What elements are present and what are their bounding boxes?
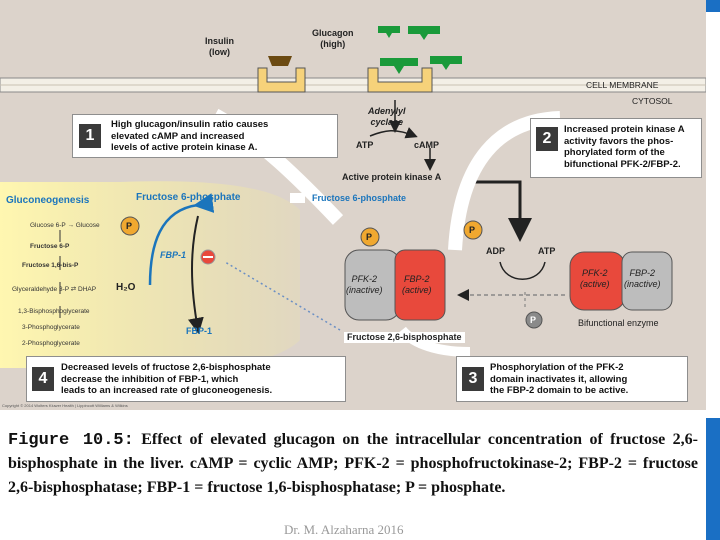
h2o-label: H₂O	[116, 282, 136, 293]
pathway-step: 1,3-Bisphosphoglycerate	[18, 308, 90, 315]
step-2-text: Increased protein kinase A activity favo…	[564, 124, 685, 170]
step-3-text: Phosphorylation of the PFK-2 domain inac…	[490, 362, 629, 396]
step-3-number: 3	[462, 367, 484, 391]
caption-text: Effect of elevated glucagon on the intra…	[8, 431, 698, 496]
cell-membrane-label: CELL MEMBRANE	[586, 80, 659, 90]
step-1-number: 1	[79, 124, 101, 148]
pfk2-inactive-label: PFK-2 (inactive)	[346, 274, 383, 295]
step-4-text: Decreased levels of fructose 2,6-bisphos…	[61, 362, 273, 396]
bifunctional-enzyme-label: Bifunctional enzyme	[578, 318, 659, 328]
f6p-left-label: Fructose 6-phosphate	[136, 192, 241, 203]
step-2-box: 2 Increased protein kinase A activity fa…	[530, 118, 702, 178]
f6p-right-label: Fructose 6-phosphate	[312, 193, 407, 203]
step-2-number: 2	[536, 127, 558, 151]
edge-rule-bottom	[706, 418, 720, 540]
pathway-step: Glucose 6-P → Glucose	[30, 222, 100, 229]
pathway-step: Glyceraldehyde 3-P ⇄ DHAP	[12, 286, 97, 293]
fbp2-inactive-label: FBP-2 (inactive)	[624, 268, 661, 289]
step-1-text: High glucagon/insulin ratio causes eleva…	[111, 119, 269, 153]
copyright-notice: Copyright © 2014 Wolters Kluwer Health |…	[2, 403, 128, 408]
cytosol-label: CYTOSOL	[632, 96, 673, 106]
fbp1-lower-label: FBP-1	[186, 326, 213, 336]
glucagon-label: Glucagon (high)	[312, 28, 354, 49]
cell-membrane-graphic	[0, 26, 706, 369]
adenylyl-cyclase-label: Adenylyl cyclase	[368, 106, 406, 127]
step-4-box: 4 Decreased levels of fructose 2,6-bisph…	[26, 356, 346, 402]
active-pka-label: Active protein kinase A	[342, 172, 442, 182]
edge-rule-top	[706, 0, 720, 12]
figure-diagram: Insulin (low) Glucagon (high) CELL MEMBR…	[0, 0, 706, 410]
f26bp-label: Fructose 2,6-bisphosphate	[344, 332, 465, 343]
fbp1-upper-label: FBP-1	[160, 250, 187, 260]
gluconeogenesis-label: Gluconeogenesis	[6, 195, 90, 206]
step-1-box: 1 High glucagon/insulin ratio causes ele…	[72, 114, 338, 158]
phosphate-label: P	[469, 225, 476, 235]
pfk2-active-label: PFK-2 (active)	[580, 268, 610, 289]
phosphate-label: P	[366, 232, 373, 242]
pathway-step: Fructose 1,6-bis-P	[22, 262, 79, 269]
footer-credit: Dr. M. Alzaharna 2016	[284, 522, 404, 537]
atp-label-top: ATP	[356, 140, 374, 150]
pathway-step: 3-Phosphoglycerate	[22, 324, 80, 331]
insulin-label: Insulin (low)	[205, 36, 234, 57]
pathway-step: 2-Phosphoglycerate	[22, 340, 80, 347]
pathway-step: Fructose 6-P	[30, 243, 70, 250]
step-4-number: 4	[32, 367, 54, 391]
fbp2-active-label: FBP-2 (active)	[402, 274, 432, 295]
camp-label: cAMP	[414, 140, 440, 150]
phosphate-label: P	[530, 315, 537, 325]
caption-figure-number: Figure 10.5:	[8, 431, 134, 450]
adp-label: ADP	[486, 246, 506, 256]
atp-label-right: ATP	[538, 246, 556, 256]
step-3-box: 3 Phosphorylation of the PFK-2 domain in…	[456, 356, 688, 402]
phosphate-label: P	[126, 221, 133, 231]
figure-caption: Figure 10.5: Effect of elevated glucagon…	[8, 428, 698, 500]
